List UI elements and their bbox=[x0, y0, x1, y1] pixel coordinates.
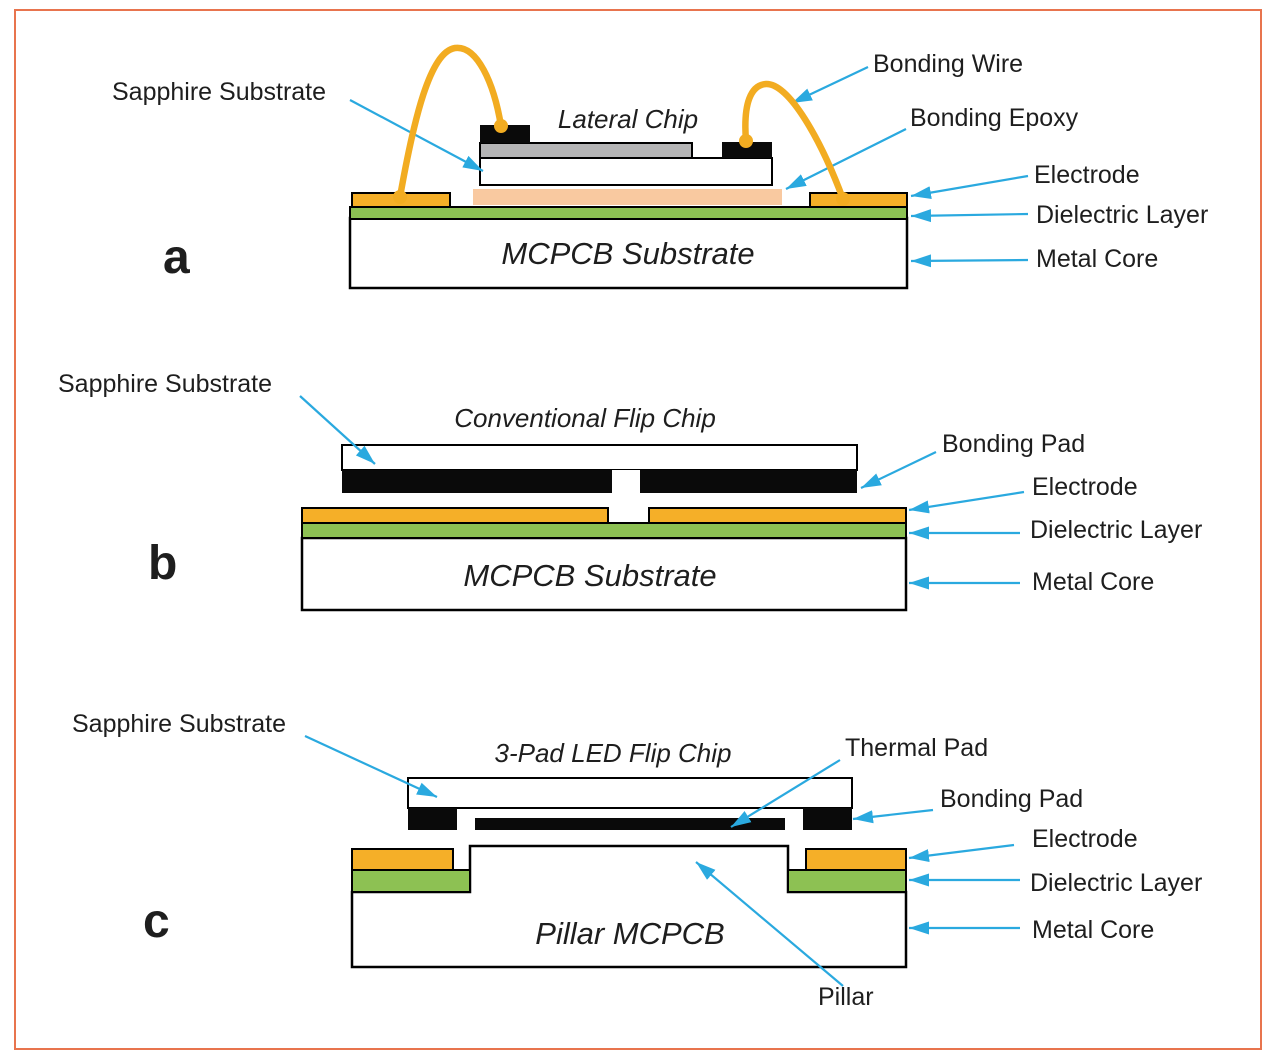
thermal-pad-c bbox=[475, 818, 785, 830]
label-dielectric-layer-c: Dielectric Layer bbox=[1030, 869, 1203, 897]
sapphire-substrate-c bbox=[407, 777, 853, 809]
bonding-pad-left-c bbox=[408, 808, 457, 830]
label-electrode-a: Electrode bbox=[1034, 161, 1140, 189]
sapphire-substrate-a bbox=[479, 157, 773, 186]
wire-ball bbox=[393, 190, 407, 204]
label-thermal-pad: Thermal Pad bbox=[845, 734, 989, 762]
panel-a-structure bbox=[348, 125, 909, 290]
label-sapphire-substrate-c: Sapphire Substrate bbox=[72, 710, 287, 738]
wire-ball bbox=[739, 134, 753, 148]
bonding-pad-right-c bbox=[803, 808, 852, 830]
arrow-bonding-pad-b bbox=[860, 451, 937, 489]
arrow-electrode-c bbox=[908, 843, 1015, 862]
label-electrode-b: Electrode bbox=[1032, 473, 1138, 501]
arrow-sapphire-b bbox=[299, 395, 376, 465]
text-pillar-mcpcb: Pillar MCPCB bbox=[535, 916, 725, 951]
arrow-metal-core-a bbox=[910, 254, 1029, 268]
electrode-right-b bbox=[648, 507, 907, 524]
arrow-dielectric-a bbox=[910, 209, 1029, 223]
panel-letter-b: b bbox=[148, 537, 178, 590]
title-lateral-chip: Lateral Chip bbox=[557, 104, 699, 134]
label-bonding-pad-b: Bonding Pad bbox=[942, 430, 1086, 458]
arrow-pillar-c bbox=[695, 861, 844, 987]
bonding-epoxy-a bbox=[473, 189, 782, 205]
bonding-pad-gap-b bbox=[612, 470, 640, 493]
label-bonding-wire: Bonding Wire bbox=[873, 50, 1024, 78]
dielectric-layer-a bbox=[349, 206, 908, 220]
dielectric-layer-b bbox=[301, 522, 907, 539]
label-bonding-pad-c: Bonding Pad bbox=[940, 785, 1084, 813]
label-metal-core-a: Metal Core bbox=[1036, 245, 1159, 273]
arrow-electrode-a bbox=[910, 174, 1029, 200]
label-bonding-epoxy: Bonding Epoxy bbox=[910, 104, 1079, 132]
bonding-wires-a bbox=[393, 44, 850, 206]
label-sapphire-substrate-a: Sapphire Substrate bbox=[112, 78, 327, 106]
text-mcpcb-substrate-a: MCPCB Substrate bbox=[501, 236, 755, 271]
panel-c-structure bbox=[350, 777, 908, 969]
dielectric-right-c bbox=[787, 869, 907, 893]
arrow-bonding-pad-c bbox=[852, 808, 934, 824]
arrow-sapphire-a bbox=[349, 99, 484, 172]
bonding-wire-left bbox=[396, 44, 505, 201]
label-metal-core-c: Metal Core bbox=[1032, 916, 1155, 944]
label-dielectric-layer-b: Dielectric Layer bbox=[1030, 516, 1203, 544]
label-electrode-c: Electrode bbox=[1032, 825, 1138, 853]
panel-letter-a: a bbox=[163, 231, 190, 284]
arrow-bonding-epoxy-a bbox=[785, 128, 907, 190]
bonding-wire-right bbox=[742, 80, 847, 203]
metal-core-b bbox=[300, 536, 908, 612]
bonding-pad-layer-b bbox=[342, 470, 857, 493]
arrow-thermal-pad-c bbox=[730, 759, 841, 828]
title-3pad-led-flip-chip: 3-Pad LED Flip Chip bbox=[494, 738, 732, 768]
title-conventional-flip-chip: Conventional Flip Chip bbox=[454, 403, 716, 433]
label-pillar: Pillar bbox=[818, 983, 874, 1011]
arrow-bonding-wire-a bbox=[791, 66, 869, 104]
electrode-right-a bbox=[809, 192, 908, 208]
callout-arrows bbox=[299, 66, 1029, 987]
epi-layer-a bbox=[479, 142, 693, 159]
arrow-electrode-b bbox=[908, 490, 1025, 514]
sapphire-substrate-b bbox=[341, 444, 858, 471]
dielectric-left-c bbox=[351, 869, 471, 893]
arrow-sapphire-c bbox=[304, 735, 438, 798]
wire-ball bbox=[836, 192, 850, 206]
panel-b-structure bbox=[300, 444, 908, 612]
panel-letter-c: c bbox=[143, 895, 170, 948]
label-metal-core-b: Metal Core bbox=[1032, 568, 1155, 596]
chip-pad-right-a bbox=[722, 142, 772, 158]
label-dielectric-layer-a: Dielectric Layer bbox=[1036, 201, 1209, 229]
label-sapphire-substrate-b: Sapphire Substrate bbox=[58, 370, 273, 398]
chip-pad-left-a bbox=[480, 125, 530, 143]
electrode-left-b bbox=[301, 507, 609, 524]
text-mcpcb-substrate-b: MCPCB Substrate bbox=[463, 558, 717, 593]
electrode-right-c bbox=[805, 848, 907, 871]
wire-ball bbox=[494, 119, 508, 133]
electrode-left-c bbox=[351, 848, 454, 871]
diagram-border-frame bbox=[14, 9, 1262, 1050]
